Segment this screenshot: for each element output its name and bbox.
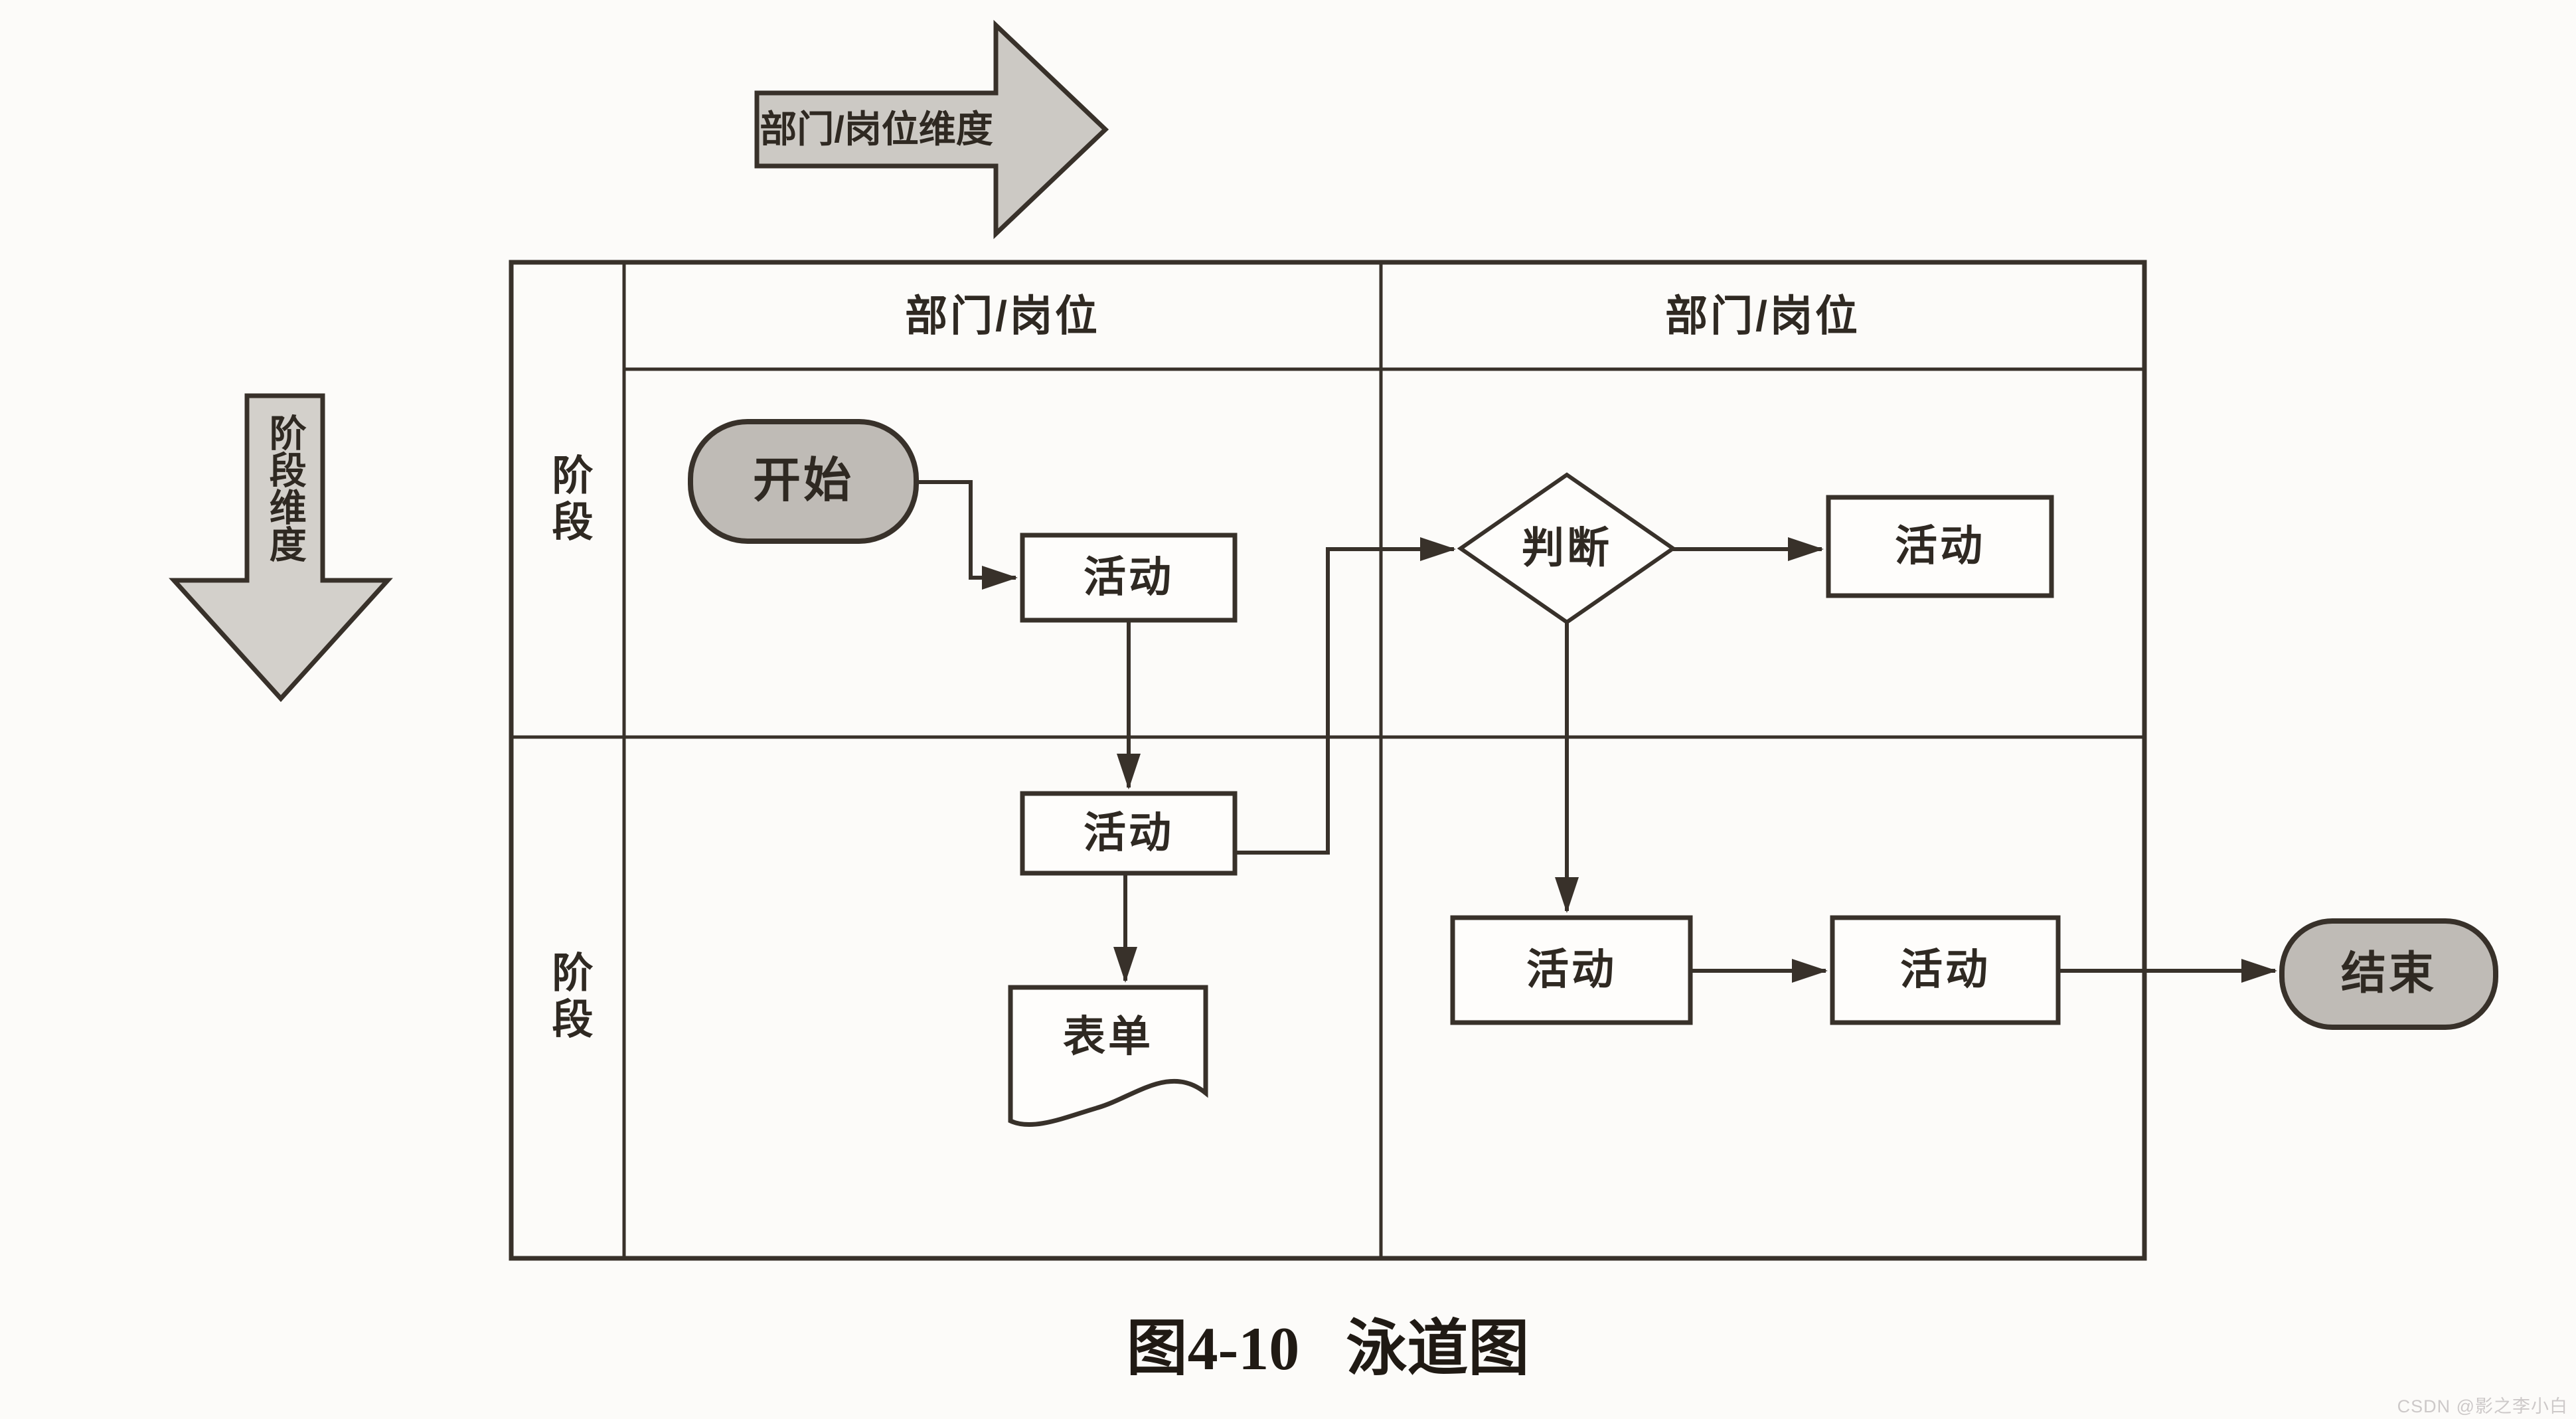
figure-caption: 图4-10 泳道图 bbox=[916, 1295, 1739, 1391]
stage-row-label-2: 阶段 bbox=[545, 951, 592, 1044]
watermark-text: CSDN @影之李小白 bbox=[2397, 1396, 2568, 1416]
end-node bbox=[2279, 918, 2498, 1030]
connector-activity2-to-decision bbox=[1235, 537, 1456, 855]
activity-4-label: 活动 bbox=[1526, 946, 1617, 994]
form-document-shape bbox=[1008, 985, 1208, 1127]
vertical-dimension-arrow-icon bbox=[169, 393, 393, 703]
form-node-label: 表单 bbox=[1063, 1013, 1153, 1061]
vertical-dimension-label: 阶段维度 bbox=[264, 414, 307, 562]
lane-header-2: 部门/岗位 bbox=[1665, 292, 1860, 340]
horizontal-dimension-label: 部门/岗位维度 bbox=[760, 108, 993, 150]
connector-start-to-activity1 bbox=[916, 480, 1018, 590]
activity-box-4 bbox=[1450, 915, 1693, 1025]
activity-2-label: 活动 bbox=[1084, 809, 1174, 857]
activity-box-2 bbox=[1020, 791, 1238, 876]
activity-5-label: 活动 bbox=[1900, 946, 1990, 994]
start-node-label: 开始 bbox=[752, 454, 854, 508]
figure-caption-title: 泳道图 bbox=[1346, 1315, 1530, 1382]
activity-1-label: 活动 bbox=[1084, 553, 1174, 602]
activity-box-5 bbox=[1830, 915, 2061, 1025]
horizontal-dimension-arrow-icon bbox=[754, 19, 1109, 240]
decision-label: 判断 bbox=[1522, 524, 1612, 572]
activity-box-3 bbox=[1826, 495, 2054, 598]
activity-3-label: 活动 bbox=[1895, 522, 1985, 570]
lane-header-1: 部门/岗位 bbox=[905, 292, 1100, 340]
figure-caption-number: 图4-10 bbox=[1126, 1315, 1300, 1382]
swimlane-table-border bbox=[509, 260, 2147, 1261]
end-node-label: 结束 bbox=[2340, 948, 2437, 999]
stage-row-label-1: 阶段 bbox=[545, 454, 592, 546]
